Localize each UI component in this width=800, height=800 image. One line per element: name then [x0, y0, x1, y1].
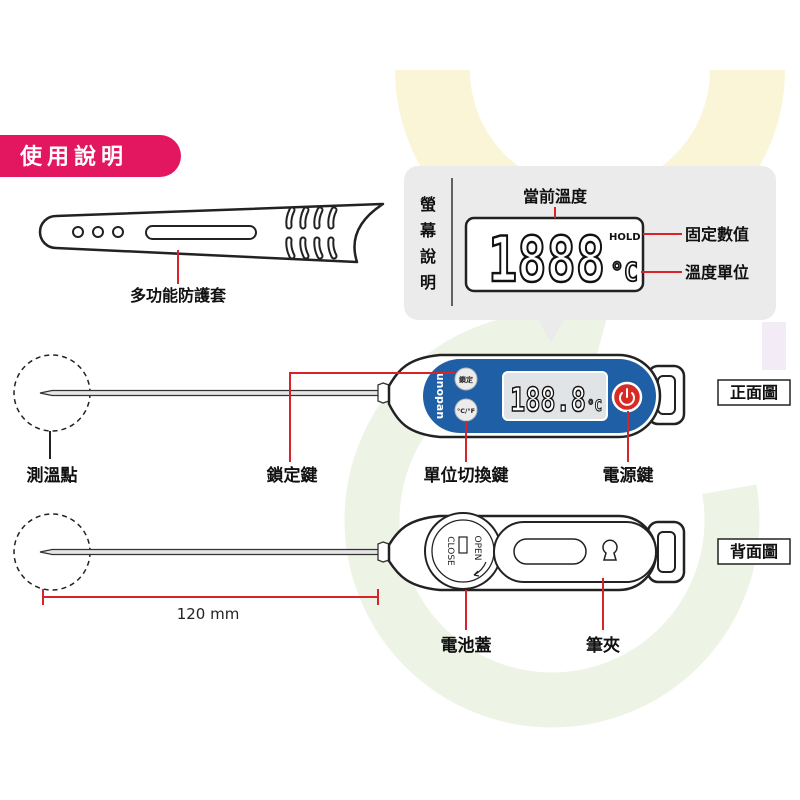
rotate-arrow-icon: [473, 561, 487, 577]
hold-value-label: 固定數值: [685, 225, 749, 244]
screen-panel-title-char: 說: [420, 247, 436, 266]
lcd-unit: °C: [610, 258, 638, 288]
temp-unit-label: 溫度單位: [685, 263, 749, 282]
back-view-tag: 背面圖: [717, 538, 791, 565]
sheath-hole: [72, 226, 84, 238]
battery-open-text: OPEN: [472, 536, 482, 561]
battery-cover: [424, 512, 502, 590]
pen-clip-label: 筆夾: [586, 635, 620, 656]
brand-logo: unopan: [434, 373, 447, 419]
front-lcd-digits: 188.8: [510, 380, 586, 419]
power-icon: [619, 388, 635, 406]
banner-title: 使用說明: [19, 144, 128, 170]
front-view-tag-text: 正面圖: [730, 383, 778, 402]
sheath-vents: [285, 206, 338, 260]
length-dimension-text: 120 mm: [177, 605, 240, 623]
front-view-tag: 正面圖: [717, 379, 791, 406]
lock-key-callout-line: [289, 372, 455, 462]
probe-collar: [377, 541, 390, 563]
keyhole-icon: [602, 539, 618, 561]
usage-banner: 使用說明: [0, 135, 181, 177]
lock-key-label: 鎖定鍵: [267, 465, 318, 486]
protective-sheath: [38, 202, 385, 264]
length-dimension: 120 mm: [42, 589, 379, 623]
probe-stem: [39, 548, 381, 556]
probe-tip-label: 測溫點: [27, 465, 78, 486]
unit-toggle-button-label: °C/°F: [457, 407, 475, 415]
power-key-label: 電源鍵: [603, 465, 654, 486]
screen-panel-pointer: [538, 319, 564, 343]
screen-panel-title-char: 幕: [419, 221, 437, 240]
pen-clip-slot: [513, 538, 587, 565]
sheath-label: 多功能防護套: [130, 286, 227, 305]
lock-button-label: 鎖定: [459, 375, 473, 384]
front-view-thermometer: unopan 鎖定 °C/°F 188.8 °C: [13, 353, 686, 439]
front-lcd: [502, 371, 608, 421]
current-temp-label: 當前溫度: [523, 187, 588, 206]
lcd-hold-indicator: HOLD: [609, 232, 641, 243]
hanging-loop-hole: [657, 531, 676, 573]
screen-panel-title-char: 螢: [420, 195, 436, 214]
sheath-slot: [145, 225, 257, 240]
screen-panel-title-char: 明: [420, 273, 436, 292]
probe-collar: [377, 382, 390, 404]
lock-button: [454, 367, 478, 391]
lcd-digits: 1888: [488, 223, 605, 296]
battery-cover-label: 電池蓋: [441, 635, 492, 656]
probe-stem: [39, 389, 381, 397]
front-lcd-unit: °C: [587, 396, 602, 415]
bg-lavender-band: [762, 322, 786, 370]
back-view-thermometer: CLOSE OPEN: [13, 512, 686, 592]
sheath-hole: [112, 226, 124, 238]
sheath-hole: [92, 226, 104, 238]
battery-cover-marker: [458, 536, 468, 554]
screen-panel: 螢 幕 說 明 1888 HOLD °C 當前溫度 固定數值 溫度單位: [404, 166, 776, 343]
unit-key-label: 單位切換鍵: [424, 465, 509, 486]
battery-close-text: CLOSE: [445, 536, 455, 566]
back-view-tag-text: 背面圖: [730, 542, 778, 561]
